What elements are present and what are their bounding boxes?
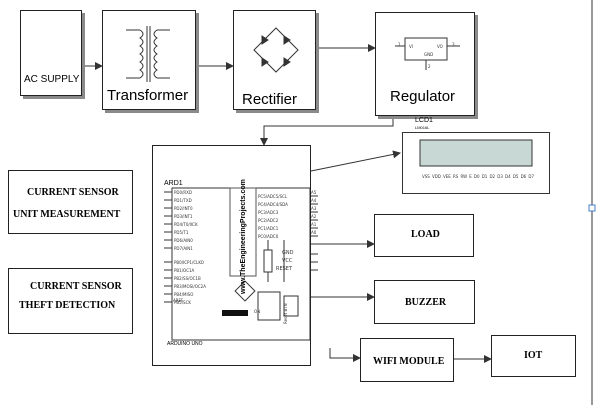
- arduino-pin-b0: PB0/ICP1/CLKO: [174, 260, 204, 265]
- ac-supply-block[interactable]: AC SUPPLY: [20, 10, 82, 96]
- lcd-pin-row: VSS VDD VEE RS RW E D0 D1 D2 D3 D4 D5 D6…: [422, 174, 534, 179]
- arduino-pin-b1: PB1/OC1A: [174, 268, 195, 273]
- arduino-pin-d5: PD5/T1: [174, 230, 189, 235]
- arduino-label-a1: A1: [311, 222, 317, 227]
- arduino-label-a0: A0: [311, 230, 317, 235]
- frame-handle: [588, 204, 596, 212]
- arrow-regulator-to-arduino: [260, 116, 394, 146]
- lcd-pin: RS: [453, 174, 459, 179]
- arduino-pin-b4: PB4/MISO: [174, 292, 194, 297]
- sensor-theft-line2: THEFT DETECTION: [19, 300, 116, 311]
- arduino-pin-d4: PD4/T0/XCK: [174, 222, 198, 227]
- arduino-pin-a5: PC5/ADC5/SCL: [258, 194, 288, 199]
- current-sensor-unit-block[interactable]: CURRENT SENSOR UNIT MEASUREMENT: [8, 170, 133, 234]
- arduino-usb-connector: [222, 310, 248, 316]
- load-label: LOAD: [411, 229, 440, 240]
- arduino-pin-a0: PC0/ADC0: [258, 234, 279, 239]
- lcd-block[interactable]: LCD1 LM016L: [402, 117, 550, 194]
- regulator-pin-3: 3: [452, 42, 455, 47]
- lcd-pin: D7: [528, 174, 534, 179]
- wifi-module-label: WIFI MODULE: [373, 356, 445, 367]
- arduino-pin-b5: PB5/SCK: [174, 300, 192, 305]
- regulator-ic-symbol: [395, 37, 460, 70]
- lcd-pin: D2: [489, 174, 496, 179]
- lcd-pin: RW: [460, 174, 468, 179]
- regulator-pin-vo: VO: [437, 44, 443, 49]
- arduino-pin-d1: PD1/TXD: [174, 198, 192, 203]
- transformer-block[interactable]: Transformer: [102, 10, 196, 110]
- lcd-ref-label: LCD1: [415, 117, 433, 124]
- arduino-board-name: ARDUINO UNO: [167, 341, 203, 347]
- load-block[interactable]: LOAD: [374, 214, 474, 257]
- transformer-label: Transformer: [107, 87, 189, 104]
- arduino-ref-label: ARD1: [164, 180, 183, 187]
- bridge-rectifier-symbol: [253, 27, 299, 73]
- arduino-label-a4: A4: [311, 198, 317, 203]
- regulator-block[interactable]: Regulator: [375, 12, 475, 116]
- lcd-pin: D3: [497, 174, 503, 179]
- arduino-pin-d0: PD0/RXD: [174, 190, 192, 195]
- sensor-unit-line2: UNIT MEASUREMENT: [13, 209, 121, 220]
- arduino-pin-a1: PC1/ADC1: [258, 226, 279, 231]
- arrow-arduino-to-wifi: [329, 348, 361, 362]
- arduino-pin-gnd: GND: [282, 250, 294, 256]
- lcd-pin: VEE: [443, 174, 451, 179]
- arduino-pin-b2: PB2/SS/OC1B: [174, 276, 201, 281]
- arduino-block[interactable]: ARD1 ARDUINO UNO www.TheEngineeringProje…: [152, 145, 311, 366]
- sensor-theft-line1: CURRENT SENSOR: [30, 281, 122, 292]
- lcd-pin: VSS: [422, 174, 430, 179]
- lcd-pin: VDD: [431, 174, 441, 179]
- arduino-pin-a2: PC2/ADC2: [258, 218, 279, 223]
- regulator-pin-1: 1: [398, 42, 401, 47]
- rectifier-block[interactable]: Rectifier: [233, 10, 316, 110]
- arduino-label-a3: A3: [311, 206, 317, 211]
- arduino-pin-b3: PB3/MOSI/OC2A: [174, 284, 206, 289]
- rectifier-label: Rectifier: [242, 91, 298, 108]
- arduino-pin-reset: RESET: [276, 266, 293, 272]
- lcd-screen-window: [419, 139, 533, 167]
- arduino-pin-d7: PD7/AIN1: [174, 246, 193, 251]
- transformer-coil-symbol: [126, 26, 170, 82]
- arduino-aref-label: AREF: [173, 298, 184, 303]
- arduino-watermark: www.TheEngineeringProjects.com: [240, 179, 247, 294]
- iot-block[interactable]: IOT: [491, 335, 576, 377]
- lcd-pin: E: [469, 174, 472, 179]
- current-sensor-theft-block[interactable]: CURRENT SENSOR THEFT DETECTION: [8, 268, 133, 334]
- arduino-reset-btn-label: Reset BTN: [283, 303, 288, 324]
- sensor-unit-line1: CURRENT SENSOR: [27, 187, 119, 198]
- buzzer-label: BUZZER: [405, 297, 447, 308]
- lcd-model-label: LM016L: [415, 125, 430, 130]
- regulator-pin-2: 2: [428, 64, 431, 69]
- lcd-pin: D6: [520, 174, 527, 179]
- lcd-pin: D5: [512, 174, 519, 179]
- arduino-pin-d3: PD3/INT1: [174, 214, 193, 219]
- arduino-label-a2: A2: [311, 214, 317, 219]
- iot-label: IOT: [524, 350, 543, 361]
- arduino-pin-a4: PC4/ADC4/SDA: [258, 202, 288, 207]
- ac-supply-label: AC SUPPLY: [24, 74, 80, 85]
- regulator-pin-gnd: GND: [424, 52, 434, 57]
- arduino-pin-d6: PD6/AIN0: [174, 238, 193, 243]
- arduino-pin-a3: PC3/ADC3: [258, 210, 279, 215]
- arrow-arduino-to-lcd: [310, 150, 401, 172]
- arduino-pin-vcc: VCC: [282, 258, 293, 264]
- regulator-label: Regulator: [390, 88, 456, 105]
- lcd-pin: D0: [473, 174, 480, 179]
- buzzer-block[interactable]: BUZZER: [374, 280, 475, 324]
- lcd-pin: D1: [481, 174, 488, 179]
- regulator-pin-vi: VI: [409, 44, 413, 49]
- arduino-pin-d2: PD2/INT0: [174, 206, 193, 211]
- arduino-label-a5: A5: [311, 190, 317, 195]
- arduino-on-label: ON: [254, 309, 261, 314]
- lcd-pin: D4: [505, 174, 511, 179]
- wifi-module-block[interactable]: WIFI MODULE: [360, 338, 454, 382]
